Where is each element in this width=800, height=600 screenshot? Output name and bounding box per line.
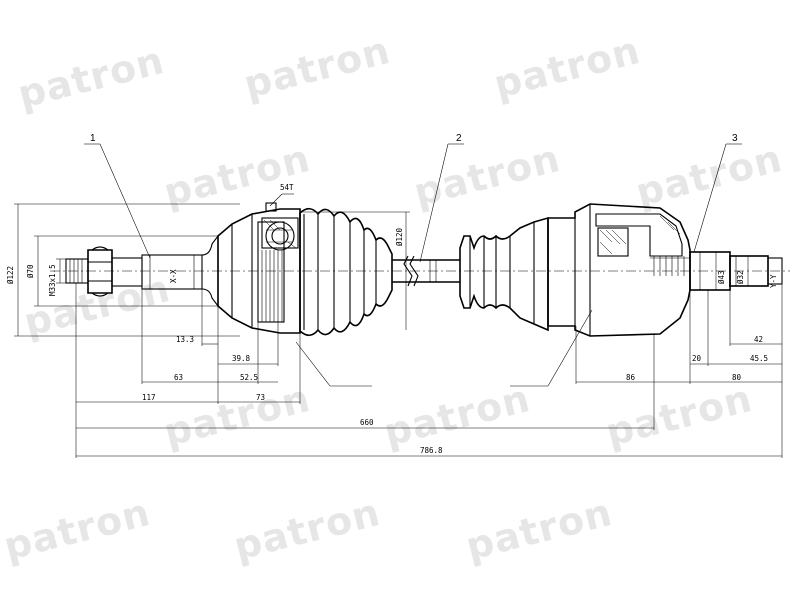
watermark: patron <box>230 490 385 569</box>
length-dims: 13.3 39.8 63 52.5 117 73 660 786.8 42 <box>75 283 783 458</box>
dim-660: 660 <box>360 418 374 427</box>
dim-20: 20 <box>692 354 702 363</box>
dim-39-8: 39.8 <box>232 354 251 363</box>
outer-end <box>65 234 219 308</box>
part-labels: 54T X-X Y-Y <box>169 183 778 288</box>
watermark: patron <box>14 38 169 117</box>
dim-52-5: 52.5 <box>240 373 258 382</box>
dim-13-3: 13.3 <box>176 335 194 344</box>
dim-80: 80 <box>732 373 742 382</box>
dia-32-label: Ø32 <box>736 270 745 284</box>
dim-42: 42 <box>754 335 763 344</box>
watermark: patron <box>380 376 535 455</box>
inner-stub <box>689 251 783 291</box>
watermark: patron <box>160 376 315 455</box>
dim-117: 117 <box>142 393 156 402</box>
watermark-layer: patron patron patron patron patron patro… <box>0 28 787 569</box>
watermark: patron <box>0 490 155 569</box>
dim-73: 73 <box>256 393 265 402</box>
inner-cv-joint <box>547 203 691 337</box>
diameter-dims: Ø122 Ø70 M33x1.5 Ø120 Ø43 Ø32 <box>6 203 749 337</box>
watermark: patron <box>462 490 617 569</box>
dia-43-label: Ø43 <box>717 270 726 284</box>
callouts: 1 2 3 <box>84 133 742 387</box>
callout-3: 3 <box>732 133 738 144</box>
teeth-label: 54T <box>280 183 294 192</box>
outer-cv-joint <box>217 202 301 334</box>
dim-45-5: 45.5 <box>750 354 768 363</box>
spline-label-inner: Y-Y <box>769 274 778 288</box>
dia-120-label: Ø120 <box>395 227 404 246</box>
watermark: patron <box>240 28 395 107</box>
watermark: patron <box>160 136 315 215</box>
watermark: patron <box>490 28 645 107</box>
watermark: patron <box>410 136 565 215</box>
spline-label-outer: X-X <box>169 269 178 283</box>
dim-86: 86 <box>626 373 636 382</box>
dia-70-label: Ø70 <box>26 264 35 278</box>
watermark: patron <box>602 376 757 455</box>
outer-boot <box>299 207 393 337</box>
thread-label: M33x1.5 <box>48 264 57 296</box>
callout-2: 2 <box>456 133 462 144</box>
dia-122-label: Ø122 <box>6 266 15 284</box>
callout-1: 1 <box>90 133 96 144</box>
inner-boot <box>459 216 549 332</box>
watermark: patron <box>632 136 787 215</box>
dim-63: 63 <box>174 373 183 382</box>
dim-786-8: 786.8 <box>420 446 443 455</box>
watermark: patron <box>20 266 175 345</box>
